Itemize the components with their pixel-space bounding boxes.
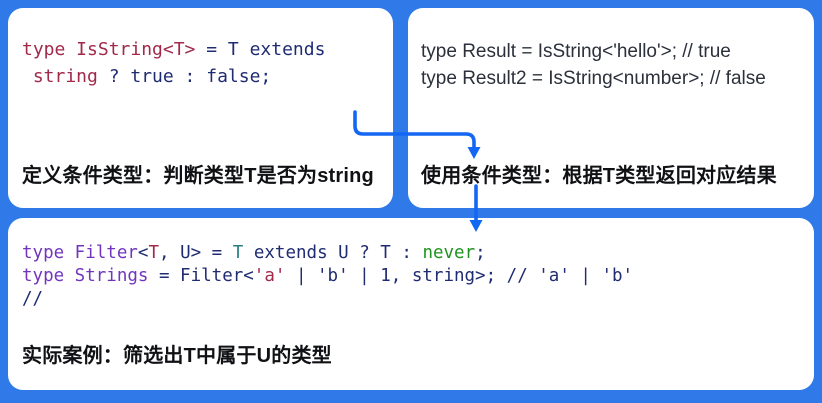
code-line: type IsString<T> = T extends: [22, 39, 326, 60]
example-code-block: type Filter<T, U> = T extends U ? T : ne…: [22, 242, 633, 311]
code-line: //: [22, 289, 44, 309]
usage-panel: type Result = IsString<'hello'>; // true…: [408, 8, 814, 208]
definition-panel: type IsString<T> = T extends string ? tr…: [8, 8, 393, 208]
code-line: type Result2 = IsString<number>; // fals…: [421, 68, 766, 89]
code-line: type Filter<T, U> = T extends U ? T : ne…: [22, 243, 486, 263]
definition-code-block: type IsString<T> = T extends string ? tr…: [22, 36, 325, 90]
usage-caption: 使用条件类型：根据T类型返回对应结果: [421, 165, 777, 187]
definition-caption: 定义条件类型：判断类型T是否为string: [22, 165, 374, 187]
code-line: type Strings = Filter<'a' | 'b' | 1, str…: [22, 266, 634, 286]
example-panel: type Filter<T, U> = T extends U ? T : ne…: [8, 218, 814, 390]
code-line: string ? true : false;: [22, 66, 272, 87]
example-caption: 实际案例：筛选出T中属于U的类型: [22, 345, 332, 367]
code-line: type Result = IsString<'hello'>; // true: [421, 41, 731, 62]
usage-code-block: type Result = IsString<'hello'>; // true…: [421, 38, 766, 92]
